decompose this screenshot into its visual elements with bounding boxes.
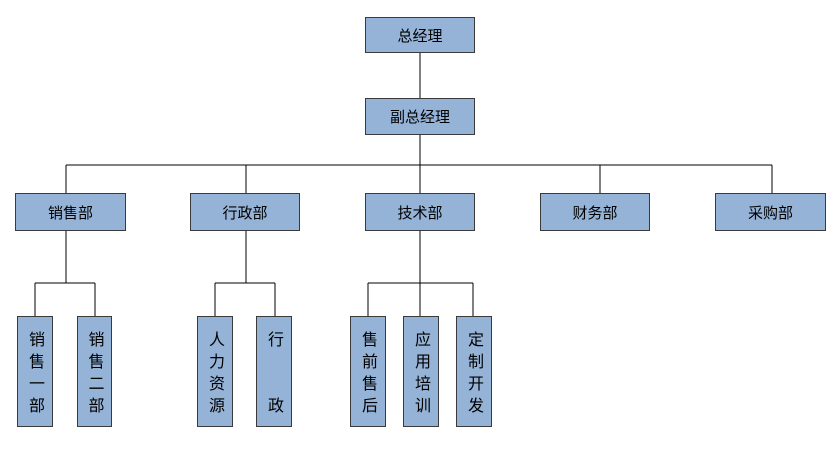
admin-unit-1-box: 人力资源 xyxy=(197,316,233,427)
admin-unit-2-box: 行 政 xyxy=(256,316,292,427)
sales-unit-1-box: 销售一部 xyxy=(17,316,53,427)
dept-finance-box: 财务部 xyxy=(540,193,650,231)
dept-sales-box: 销售部 xyxy=(15,193,126,231)
tech-unit-3-box: 定制开发 xyxy=(456,316,492,427)
dept-finance-label: 财务部 xyxy=(572,203,618,222)
sales-unit-1-label: 销售一部 xyxy=(26,330,45,419)
dept-tech-label: 技术部 xyxy=(397,203,443,222)
dept-admin-label: 行政部 xyxy=(222,203,268,222)
tech-unit-1-label: 售前售后 xyxy=(359,330,378,419)
sales-unit-2-box: 销售二部 xyxy=(77,316,112,427)
tech-unit-1-box: 售前售后 xyxy=(350,316,386,427)
tech-unit-2-box: 应用培训 xyxy=(403,316,439,427)
admin-unit-2-label: 行 政 xyxy=(265,330,284,419)
sales-unit-2-label: 销售二部 xyxy=(85,330,105,419)
admin-unit-1-label: 人力资源 xyxy=(206,330,225,419)
dept-admin-box: 行政部 xyxy=(190,193,300,231)
ceo-box: 总经理 xyxy=(365,17,475,53)
dept-sales-label: 销售部 xyxy=(47,203,93,222)
tech-unit-3-label: 定制开发 xyxy=(465,330,484,419)
dept-purchase-label: 采购部 xyxy=(747,203,793,222)
tech-unit-2-label: 应用培训 xyxy=(412,330,431,419)
deputy-label: 副总经理 xyxy=(389,108,450,126)
dept-tech-box: 技术部 xyxy=(365,193,475,231)
dept-purchase-box: 采购部 xyxy=(715,193,826,231)
ceo-label: 总经理 xyxy=(397,26,443,45)
deputy-box: 副总经理 xyxy=(365,98,475,135)
